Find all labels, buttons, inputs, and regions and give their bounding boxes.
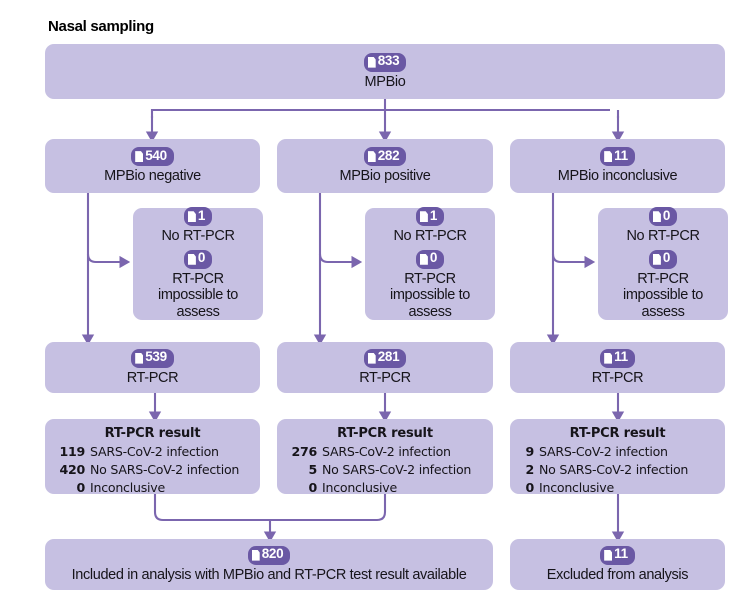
result-inconclusive-title: RT-PCR result <box>569 426 666 441</box>
result-positive-title: RT-PCR result <box>337 426 433 441</box>
label-no-rtpcr-negative: No RT-PCR <box>161 228 235 245</box>
node-mpbio-negative-label: MPBio negative <box>104 168 201 185</box>
link-pos-to-exclusion <box>318 253 363 269</box>
badge-no-rtpcr-negative: 1 <box>183 207 213 227</box>
result-row: 420 No SARS-CoV-2 infection <box>59 461 240 477</box>
badge-excluded-count: 11 <box>600 545 635 565</box>
result-row: 119 SARS-CoV-2 infection <box>59 444 219 459</box>
result-row: 0 Inconclusive <box>308 479 397 495</box>
badge-no-rtpcr-inconclusive: 0 <box>648 207 678 227</box>
badge-included-count: 820 <box>247 545 291 565</box>
node-rtpcr-positive: 281 RT-PCR <box>277 342 493 393</box>
badge-impossible-inconclusive: 0 <box>648 249 678 269</box>
badge-negative-count: 540 <box>131 147 174 167</box>
label-impossible-negative: RT-PCR impossible to assess <box>157 270 239 321</box>
node-exclusion-inconclusive: 0 No RT-PCR 0 RT-PCR impossible to asses… <box>598 207 728 321</box>
page-title: Nasal sampling <box>48 18 154 35</box>
node-rtpcr-positive-label: RT-PCR <box>359 369 411 386</box>
document-icon <box>187 253 196 265</box>
badge-impossible-positive: 0 <box>415 249 445 269</box>
node-excluded-label: Excluded from analysis <box>546 566 689 583</box>
document-icon <box>367 352 376 364</box>
node-mpbio-inconclusive-label: MPBio inconclusive <box>557 168 678 185</box>
node-result-inconclusive: RT-PCR result 9 SARS-CoV-2 infection 2 N… <box>510 419 725 495</box>
node-rtpcr-inconclusive: 11 RT-PCR <box>510 342 725 393</box>
result-row: 0 Inconclusive <box>525 479 614 495</box>
document-icon <box>367 151 376 163</box>
node-included: 820 Included in analysis with MPBio and … <box>45 539 493 590</box>
node-rtpcr-inconclusive-label: RT-PCR <box>591 369 644 386</box>
link-neg-to-exclusion <box>86 253 131 269</box>
document-icon <box>604 549 613 561</box>
result-negative-title: RT-PCR result <box>104 426 201 441</box>
link-root-left-elbow <box>150 108 160 118</box>
document-icon <box>135 151 144 163</box>
label-impossible-inconclusive: RT-PCR impossible to assess <box>622 270 704 321</box>
node-rtpcr-negative: 539 RT-PCR <box>45 342 260 393</box>
link-inc-to-exclusion <box>551 253 596 269</box>
badge-inconclusive-count: 11 <box>600 147 635 167</box>
node-exclusion-positive: 1 No RT-PCR 0 RT-PCR impossible to asses… <box>365 207 495 321</box>
result-row: 0 Inconclusive <box>76 479 165 495</box>
badge-positive-count: 282 <box>363 147 407 167</box>
document-icon <box>419 211 428 223</box>
node-rtpcr-negative-label: RT-PCR <box>126 369 179 386</box>
node-exclusion-negative: 1 No RT-PCR 0 RT-PCR impossible to asses… <box>133 207 263 321</box>
node-result-positive: RT-PCR result 276 SARS-CoV-2 infection 5… <box>277 419 493 495</box>
document-icon <box>135 352 144 364</box>
badge-rtpcr-negative-count: 539 <box>131 348 174 368</box>
link-resultpos-merge <box>376 494 387 522</box>
document-icon <box>367 56 376 68</box>
badge-rtpcr-positive-count: 281 <box>363 348 407 368</box>
document-icon <box>652 211 661 223</box>
node-mpbio-positive: 282 MPBio positive <box>277 139 493 193</box>
node-included-label: Included in analysis with MPBio and RT-P… <box>71 566 467 583</box>
label-impossible-positive: RT-PCR impossible to assess <box>389 270 471 321</box>
label-no-rtpcr-positive: No RT-PCR <box>393 228 467 245</box>
node-mpbio-negative: 540 MPBio negative <box>45 139 260 193</box>
result-row: 276 SARS-CoV-2 infection <box>291 444 451 459</box>
badge-impossible-negative: 0 <box>183 249 213 269</box>
document-icon <box>652 253 661 265</box>
node-mpbio-positive-label: MPBio positive <box>339 168 431 185</box>
document-icon <box>604 352 613 364</box>
badge-no-rtpcr-positive: 1 <box>415 207 445 227</box>
badge-root-count: 833 <box>363 52 407 72</box>
document-icon <box>604 151 613 163</box>
node-root: 833 MPBio <box>45 44 725 99</box>
result-row: 5 No SARS-CoV-2 infection <box>308 461 472 477</box>
label-no-rtpcr-inconclusive: No RT-PCR <box>626 228 700 245</box>
result-row: 9 SARS-CoV-2 infection <box>525 444 668 459</box>
result-row: 2 No SARS-CoV-2 infection <box>525 461 689 477</box>
document-icon <box>251 549 260 561</box>
document-icon <box>187 211 196 223</box>
badge-rtpcr-inconclusive-count: 11 <box>600 348 635 368</box>
node-mpbio-inconclusive: 11 MPBio inconclusive <box>510 139 725 193</box>
node-root-label: MPBio <box>364 73 406 90</box>
node-result-negative: RT-PCR result 119 SARS-CoV-2 infection 4… <box>45 419 260 495</box>
link-resultneg-merge <box>153 494 377 522</box>
node-excluded: 11 Excluded from analysis <box>510 539 725 590</box>
document-icon <box>419 253 428 265</box>
